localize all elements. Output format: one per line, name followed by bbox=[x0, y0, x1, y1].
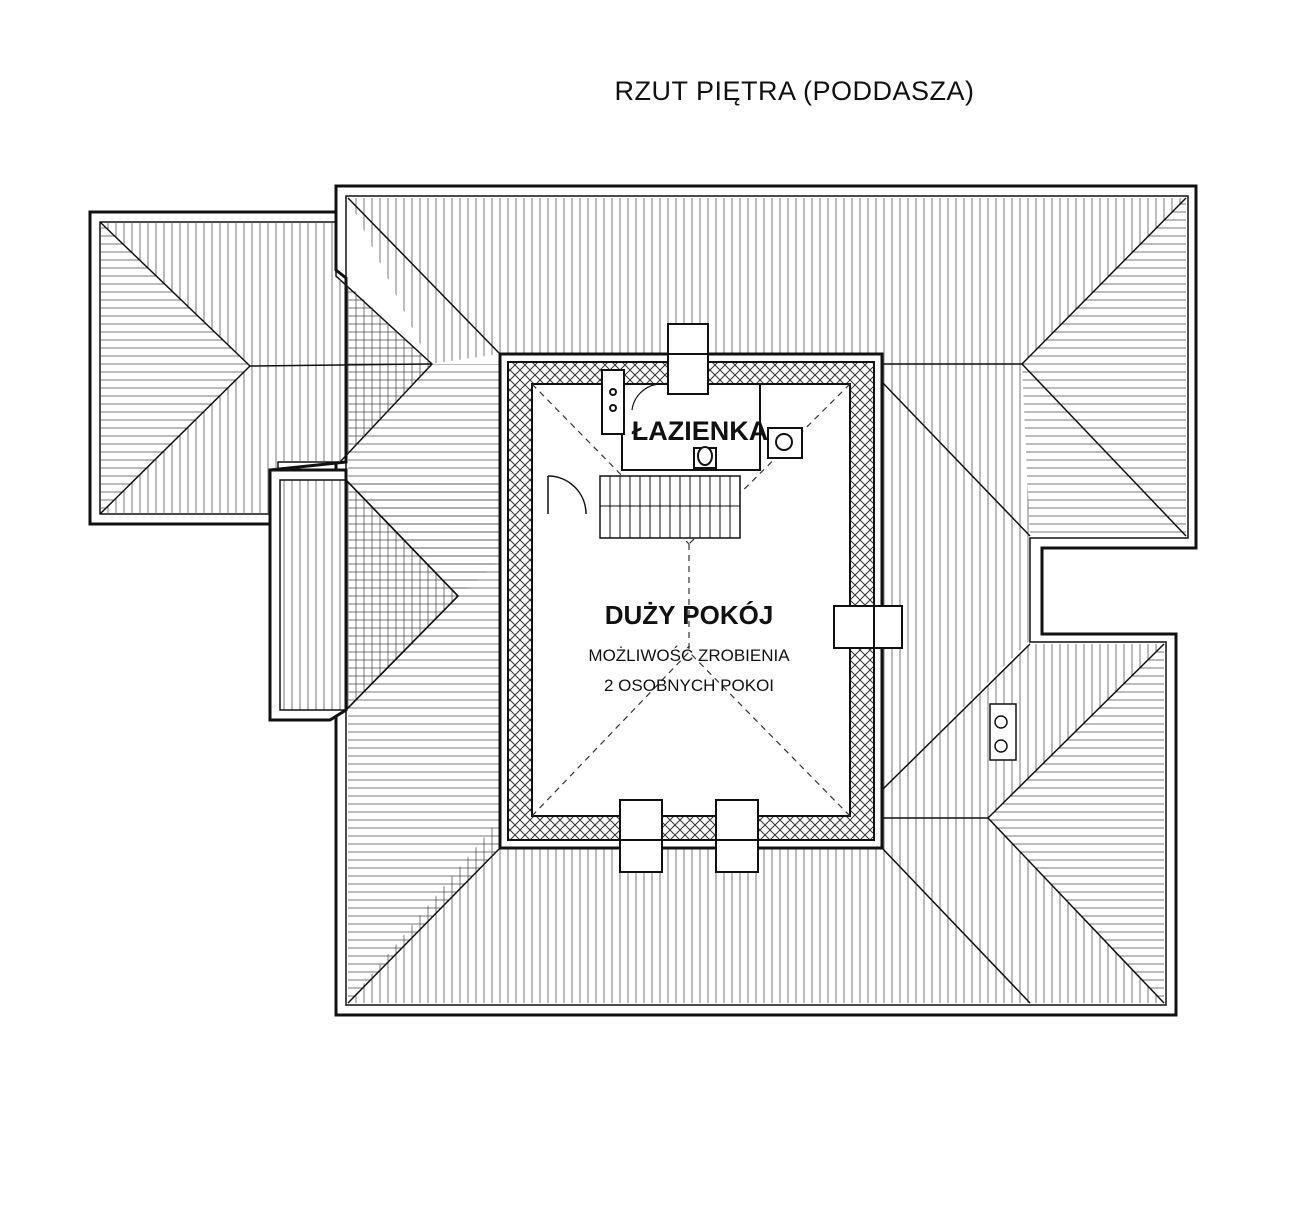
chimney-right bbox=[833, 605, 903, 649]
hip-lines bbox=[347, 197, 1187, 1004]
roof-window-right bbox=[715, 799, 759, 873]
bathroom-label: ŁAZIENKA bbox=[631, 416, 769, 446]
roof-window-left bbox=[619, 799, 663, 873]
room-door bbox=[547, 475, 587, 515]
drawing-title: RZUT PIĘTRA (PODDASZA) bbox=[614, 76, 975, 106]
big-room-label: DUŻY POKÓJ bbox=[604, 600, 774, 630]
staircase bbox=[599, 475, 741, 539]
left-lower-wing-roof bbox=[268, 468, 500, 722]
left-upper-wing-roof bbox=[88, 210, 434, 526]
big-room-note-line1: MOŻLIWOŚĆ ZROBIENIA bbox=[588, 646, 790, 665]
roof-vent bbox=[989, 703, 1017, 761]
roof-planes bbox=[348, 198, 1186, 1003]
bathroom-walls bbox=[601, 369, 803, 471]
big-room-note-line2: 2 OSOBNYCH POKOI bbox=[603, 676, 775, 695]
chimney-top bbox=[667, 323, 709, 395]
